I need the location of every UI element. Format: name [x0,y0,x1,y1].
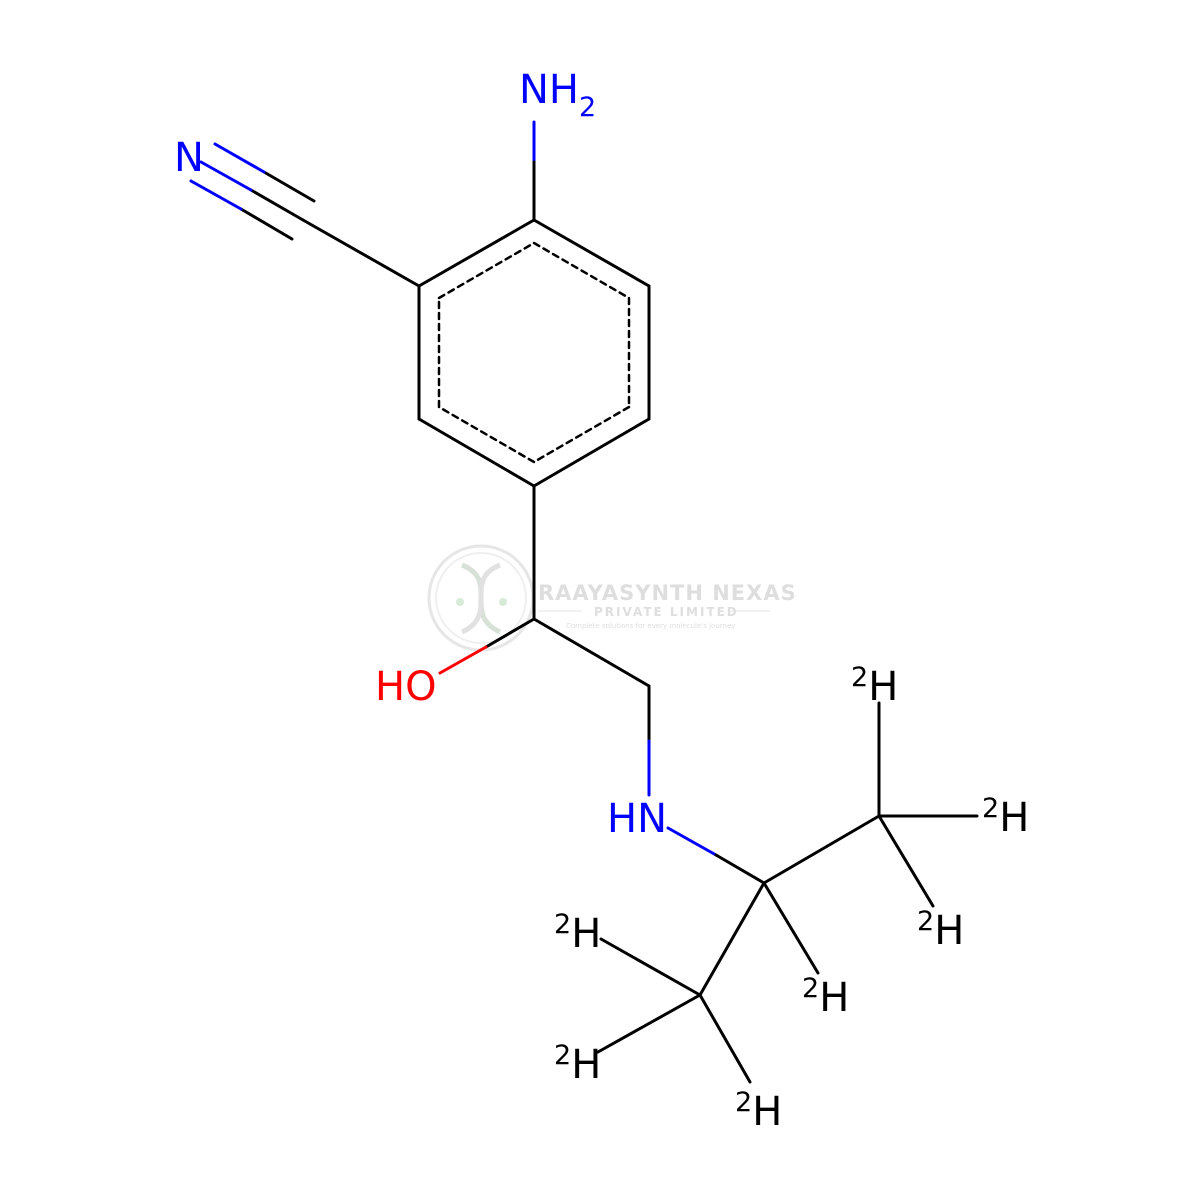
aromatic-ring [437,241,631,464]
atom-hydroxyl-label: HO [375,664,437,710]
atom-deuterium-cip: 2H [802,973,849,1021]
bond-mb-d2 [596,993,702,1054]
bond-carbinol-o-c [484,617,536,649]
atom-deuterium-ma3: 2H [917,906,964,954]
atom-sec-amine-label: HN [607,796,667,842]
bond-ma-d3 [877,814,935,908]
bond-ring-6 [417,218,536,288]
atom-deuterium-mb3: 2H [735,1087,782,1135]
bond-nitrile-triple [189,142,316,241]
bond-n-cip-n [666,826,718,857]
bond-ring-4 [417,417,536,488]
bond-mb-d1 [599,937,702,997]
watermark-title: RAAYASYNTH NEXAS [538,581,797,605]
bond-ring-1 [532,218,651,288]
bond-cip-d [762,881,820,975]
bond-cip-methyl-a [762,814,881,885]
bond-nitrile-single [301,218,421,288]
watermark: RAAYASYNTH NEXAS PRIVATE LIMITED Complet… [427,544,797,652]
bond-ring-3 [532,417,651,488]
bond-carbinol-o-o [438,645,488,675]
atom-deuterium-ma1: 2H [851,662,898,710]
atom-amine-label: NH2 [519,67,596,123]
watermark-tagline: Complete solutions for every molecule's … [566,622,735,630]
bond-cip-methyl-b [698,881,766,997]
bonds [189,120,979,1084]
atom-deuterium-ma2: 2H [982,793,1029,841]
atom-nitrile-n-label: N [174,135,204,181]
dna-helix-logo-icon [427,544,535,652]
bond-mb-d3 [698,993,752,1084]
atom-labels: NH2 N HO HN 2H 2H 2H 2H 2H 2H 2H [174,67,1029,1135]
bond-carbinol-ch2 [532,617,651,688]
bond-n-cip-c [714,853,766,885]
atom-deuterium-mb2: 2H [554,1040,601,1088]
watermark-subtitle: PRIVATE LIMITED [594,605,739,619]
atom-deuterium-mb1: 2H [554,909,601,957]
